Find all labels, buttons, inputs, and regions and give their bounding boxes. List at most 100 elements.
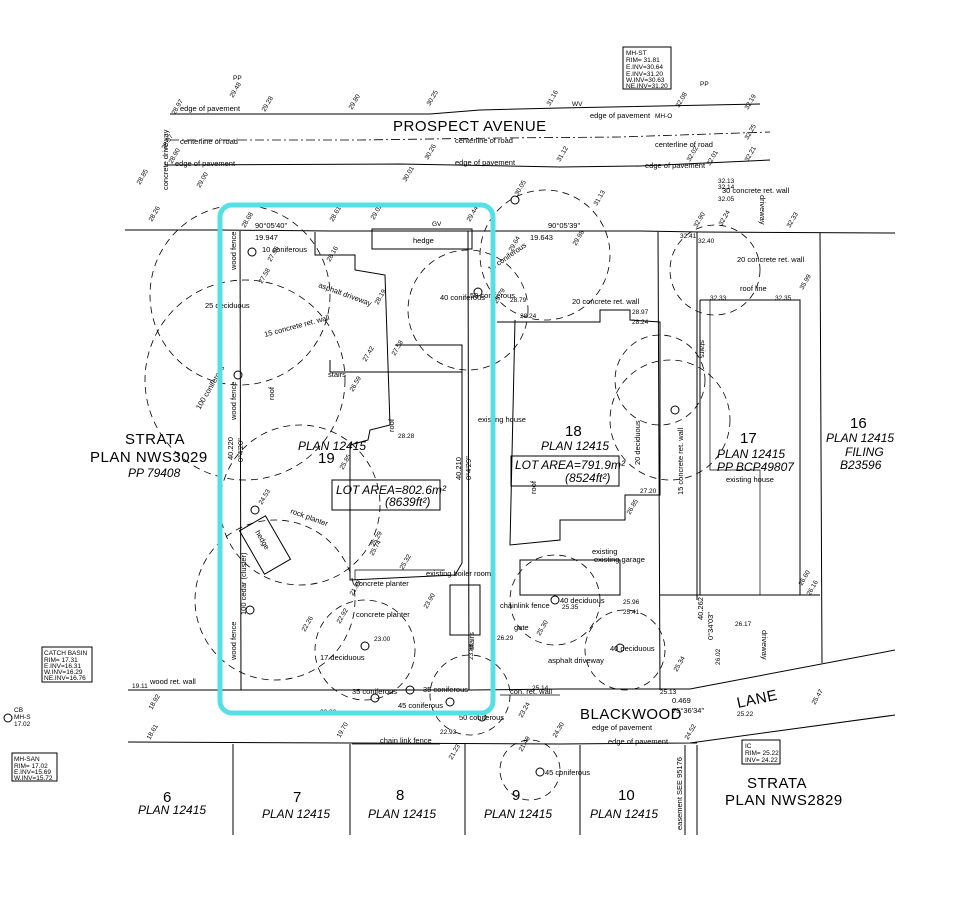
existing-boiler-label: existing boiler room [426,569,491,578]
lot17-dist: 40.262 [696,597,705,620]
cb-label: CB [14,707,23,714]
svg-text:32.90: 32.90 [693,211,707,229]
existing-house-17-label: existing house [726,475,774,484]
stairs-label-2: stairs [467,632,476,650]
lot18-area-box [510,455,620,487]
centerline-label-2: centerline of road [455,136,513,145]
svg-text:29.28: 29.28 [261,95,275,113]
tree-label-14: 35 coniferous [423,685,468,694]
mhst-title: MH-ST [626,50,647,57]
roof-line-label: roof line [740,284,767,293]
mhst-rim: RIM= 31.81 [626,57,660,64]
svg-text:29.48: 29.48 [229,81,243,99]
tree-label-3: 40 coniferous [440,293,485,302]
svg-text:26.02: 26.02 [715,648,722,665]
svg-text:21.89: 21.89 [349,579,363,597]
ret-wall-lot17-label: 15 concrete ret. wall [676,428,685,495]
lot9-plan: PLAN 12415 [484,807,552,821]
wood-fence-label-3: wood fence [229,622,238,661]
lot16-filing: FILING [845,445,884,459]
svg-text:28.26: 28.26 [148,205,162,223]
lot16-number: 16 [850,415,867,432]
svg-text:29.00: 29.00 [196,171,210,189]
svg-text:28.68: 28.68 [241,211,255,229]
edge-pavement-label-6: edge of pavement [592,723,653,732]
mhst-winv: W.INV=30.63 [626,77,665,84]
svg-text:28.24: 28.24 [520,313,537,320]
svg-text:31.12: 31.12 [556,145,570,163]
hedge-label: hedge [413,236,434,245]
svg-text:29.80: 29.80 [348,93,362,111]
mhsan-rim: RIM= 17.02 [14,763,48,770]
svg-text:32.24: 32.24 [718,209,732,227]
stairs-label-3: stairs [698,340,707,358]
lot6-plan: PLAN 12415 [138,803,206,817]
west-bearing: 0°4'20" [236,438,245,462]
svg-text:32.13: 32.13 [718,178,735,185]
svg-text:23.24: 23.24 [518,701,532,719]
catch-rim: RIM= 17.31 [44,657,78,664]
north-dist-19: 19.947 [255,233,278,242]
svg-text:18.61: 18.61 [146,723,160,741]
rock-planter-label: rock planter [289,506,329,528]
concrete-planter-label-2: concrete planter [356,610,410,619]
svg-text:18.92: 18.92 [148,693,162,711]
svg-text:22.93: 22.93 [440,729,457,736]
ic-inv: INV= 24.22 [745,757,778,764]
catch-title: CATCH BASIN [44,650,88,657]
con-ret-wall-label: con. ret. wall [510,687,552,696]
svg-text:28.16: 28.16 [326,245,340,263]
lane-bearing: 75°36'34" [672,706,704,715]
existing-garage-label-1: existing [592,547,617,556]
svg-text:29.98: 29.98 [572,229,586,247]
svg-text:30.01: 30.01 [402,165,416,183]
stairs-label: stairs [328,370,346,379]
lot18-plan: PLAN 12415 [541,439,609,453]
svg-text:24.53: 24.53 [258,488,272,506]
svg-text:27.58: 27.58 [258,267,272,285]
east-dist: 40.210 [454,457,463,480]
concrete-planter-label: concrete planter [355,579,409,588]
tree-label-11: 40 deciduous [610,644,655,653]
roof-label: roof [267,386,276,400]
centerline-label-1: centerline of road [180,137,238,146]
catch-neinv: NE.INV=16.76 [44,675,86,682]
mhst-einv2: E.INV=31.20 [626,71,663,78]
svg-text:25.47: 25.47 [811,688,825,706]
svg-text:25.41: 25.41 [623,609,640,616]
roof-label-3: roof [529,480,538,494]
svg-text:25.32: 25.32 [399,553,413,571]
concrete-driveway-label: concrete driveway [161,129,170,190]
roof-label-2: roof [387,418,396,432]
svg-text:28.28: 28.28 [398,433,415,440]
edge-pavement-label-4: edge of pavement [455,158,516,167]
tree-label-8: 45 coniferous [398,701,443,710]
svg-text:23.88: 23.88 [468,643,475,660]
edge-pavement-label-2: edge of pavement [590,111,651,120]
gate-label: gate [514,623,529,632]
blackwood-label: BLACKWOOD [580,706,682,723]
lot7-number: 7 [293,789,301,806]
mhsan-einv: E.INV=15.69 [14,769,51,776]
svg-text:32.40: 32.40 [698,238,715,245]
svg-text:21.23: 21.23 [448,743,462,761]
chainlink-fence-label: chainlink fence [500,601,550,610]
edge-pavement-label-3: edge of pavement [175,159,236,168]
lot17-plan: PLAN 12415 [717,447,785,461]
svg-text:35.99: 35.99 [799,273,813,291]
mhst-einv: E.INV=30.64 [626,64,663,71]
svg-text:25.22: 25.22 [737,711,754,718]
tree-label-0: 10 coniferous [262,245,307,254]
svg-text:28.61: 28.61 [329,205,343,223]
svg-text:30.25: 30.25 [426,89,440,107]
catch-einv: E.INV=16.31 [44,663,81,670]
lot17-number: 17 [740,430,757,447]
east-bearing: 0°4'29" [464,456,473,480]
blackwood-lane-road [127,649,896,835]
svg-text:32.35: 32.35 [775,295,792,302]
tree-label-10: 40 deciduous [560,596,605,605]
svg-text:25.35: 25.35 [562,604,579,611]
svg-text:22.26: 22.26 [301,615,315,633]
pp2-label: PP [700,81,709,88]
